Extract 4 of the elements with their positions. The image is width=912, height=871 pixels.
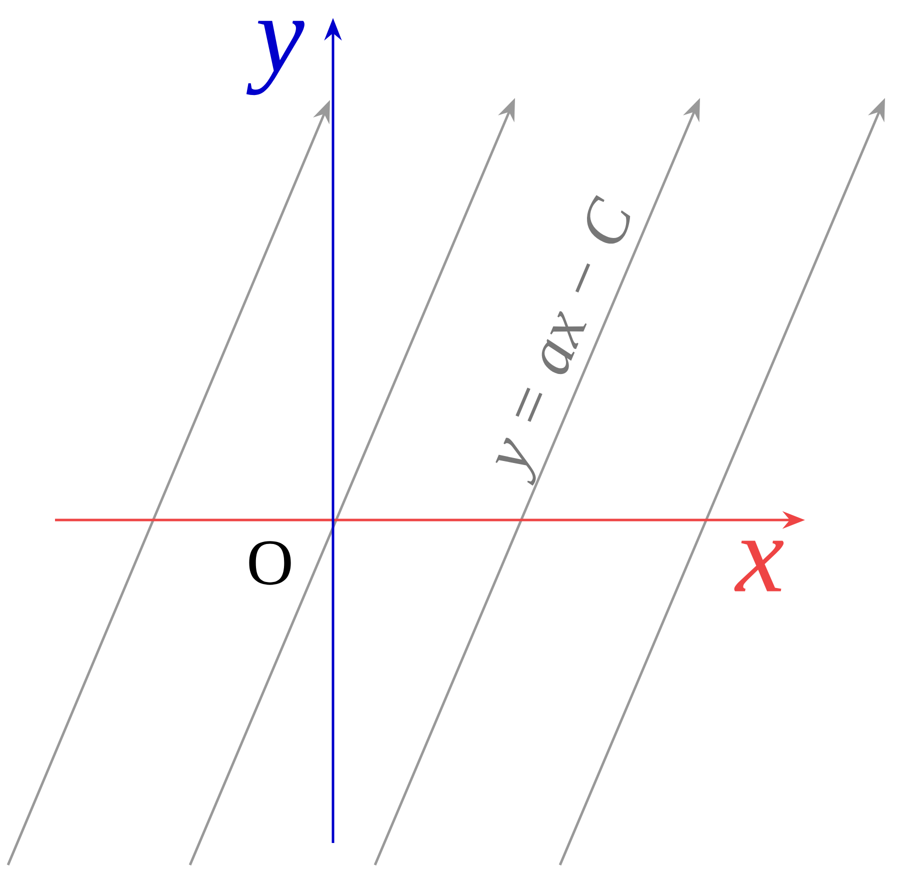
axis-label: y — [246, 20, 304, 96]
axis-label: x — [734, 540, 784, 592]
line-equation: y = ax − C — [496, 195, 630, 486]
origin-label: O — [249, 541, 291, 585]
